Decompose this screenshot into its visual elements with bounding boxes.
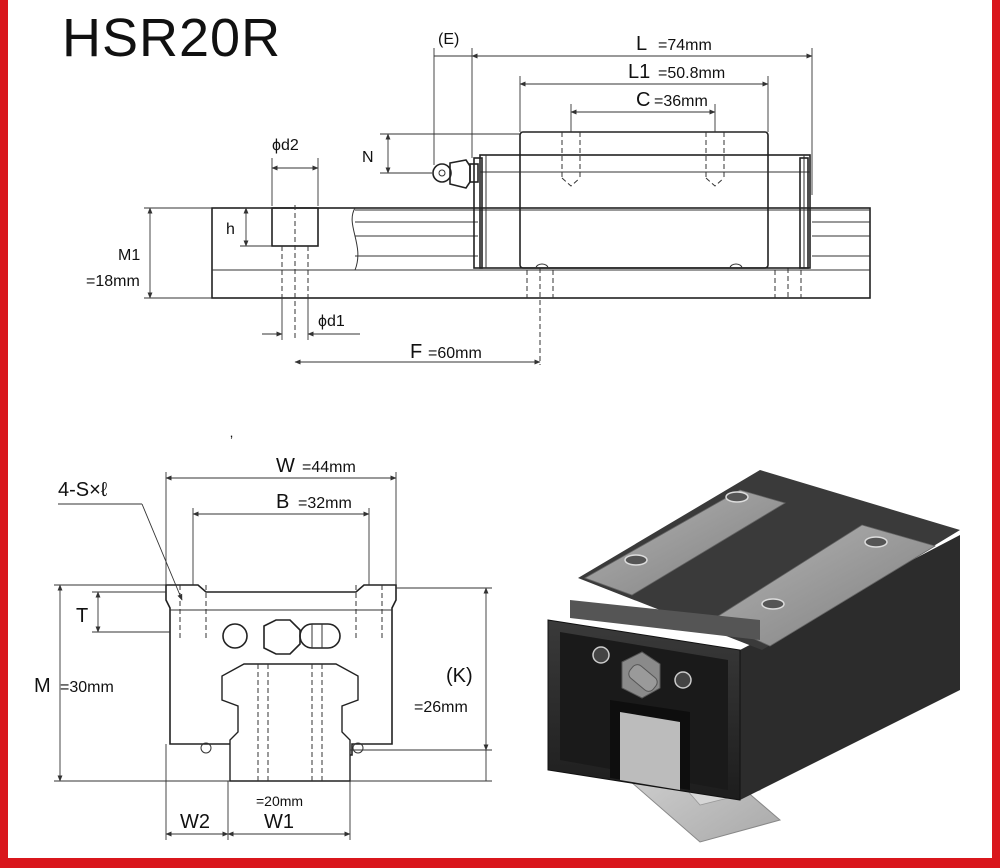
dim-t-label: T [76,605,88,627]
dim-w2-label: W2 [180,811,210,833]
dim-d2-label: ϕd2 [272,137,299,154]
dim-c-value: =36mm [654,93,708,110]
dim-h-label: h [226,221,235,238]
grease-nipple-front-icon [263,619,341,655]
dim-m1-value: =18mm [86,273,140,290]
dim-f-value: =60mm [428,345,482,362]
dim-f-label: F [410,341,422,363]
front-view: W =44mm 4-S×ℓ B =32mm T M =30mm (K) =26m… [34,455,492,840]
dim-w-value: =44mm [302,459,356,476]
speck-mark: ʼ [230,433,233,449]
dim-l1-label: L1 [628,61,650,83]
product-photo [547,470,960,843]
front-rail-profile [221,663,359,782]
dim-k-value: =26mm [414,699,468,716]
dim-m-value: =30mm [60,679,114,696]
grease-nipple-photo-icon [621,651,661,699]
dim-s-label: 4-S×ℓ [58,479,108,501]
dim-l-value: =74mm [658,37,712,54]
dim-l1-value: =50.8mm [658,65,725,82]
dim-m-label: M [34,675,51,697]
dim-m1-label: M1 [118,247,140,264]
product-title: HSR20R [62,8,281,68]
dim-c-label: C [636,89,650,111]
front-block-outline [165,584,397,756]
dim-w1-label: W1 [264,811,294,833]
dim-d1-label: ϕd1 [318,313,345,330]
dim-b-label: B [276,491,289,513]
dim-k-label: (K) [446,665,473,687]
side-view: (E) L =74mm L1 =50.8mm C =36mm N ϕd2 h [86,31,871,365]
dim-b-value: =32mm [298,495,352,512]
dim-w-label: W [276,455,295,477]
dim-w1-value: =20mm [256,793,303,809]
dim-l-label: L [636,33,647,55]
dim-e-label: (E) [438,31,459,48]
dim-n-label: N [362,149,374,166]
side-rail-outline [211,207,871,299]
grease-nipple-icon [432,159,479,189]
